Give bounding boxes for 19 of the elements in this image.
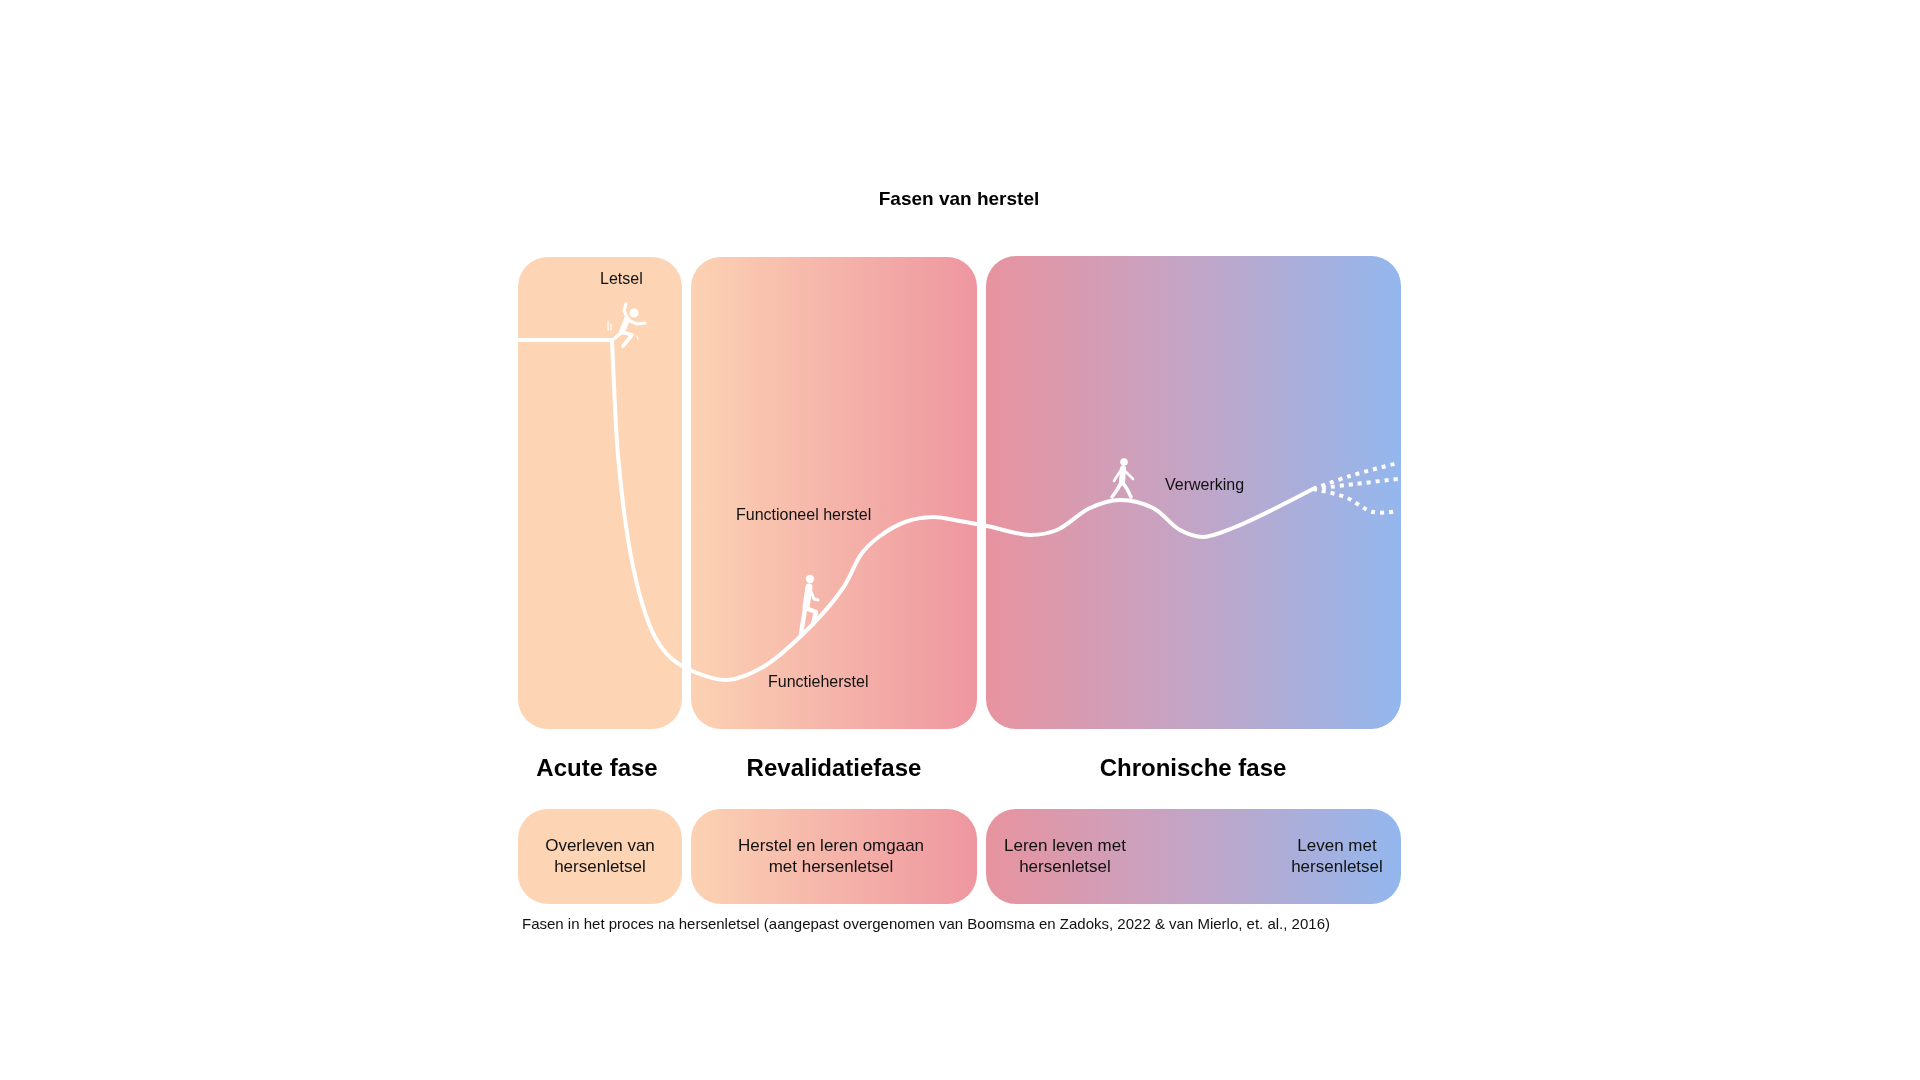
- phase-description: Overleven van hersenletsel: [544, 835, 656, 877]
- phase-box: [691, 809, 977, 904]
- phase-heading: Acute fase: [536, 754, 658, 782]
- phase-description: Leven met hersenletsel: [1290, 835, 1384, 877]
- curve-label: Letsel: [600, 269, 643, 288]
- phase-panel: [518, 257, 682, 729]
- curve-label: Functioneel herstel: [736, 505, 872, 524]
- curve-label: Functieherstel: [768, 672, 869, 691]
- phase-heading: Revalidatiefase: [746, 754, 922, 782]
- phase-description: Herstel en leren omgaan met hersenletsel: [736, 835, 926, 877]
- curve-label: Verwerking: [1165, 475, 1245, 494]
- phase-box: [986, 809, 1401, 904]
- figure-caption: Fasen in het proces na hersenletsel (aangepast overgenomen van Boomsma en Zadoks, 2022 & van Mierlo, et. al., 2016): [522, 915, 1330, 933]
- phase-box: [518, 809, 682, 904]
- phase-panel: [986, 256, 1401, 729]
- phase-description: Leren leven met hersenletsel: [1003, 835, 1127, 877]
- phase-panel: [691, 257, 977, 729]
- diagram-title: Fasen van herstel: [878, 186, 1040, 210]
- phase-heading: Chronische fase: [1099, 754, 1287, 782]
